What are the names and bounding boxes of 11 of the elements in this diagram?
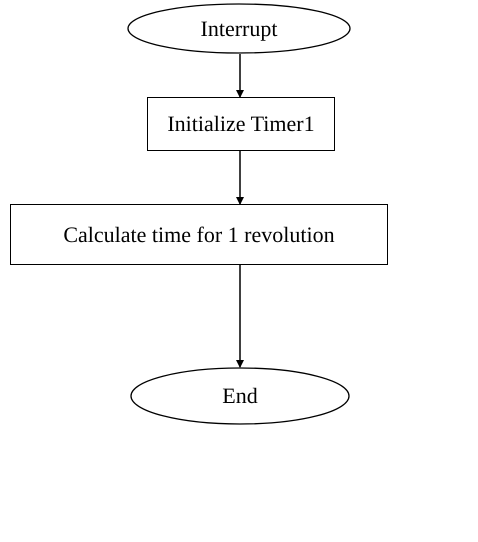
arrow (236, 54, 244, 98)
arrow (236, 265, 244, 368)
node-label: Initialize Timer1 (167, 111, 315, 137)
terminal-ellipse (127, 3, 351, 54)
arrow (236, 151, 244, 205)
node-label: Interrupt (200, 16, 278, 42)
process-box (147, 97, 335, 151)
process-box (10, 204, 388, 265)
terminal-ellipse (130, 367, 350, 425)
node-label: Calculate time for 1 revolution (63, 222, 335, 248)
node-label: End (222, 383, 258, 409)
